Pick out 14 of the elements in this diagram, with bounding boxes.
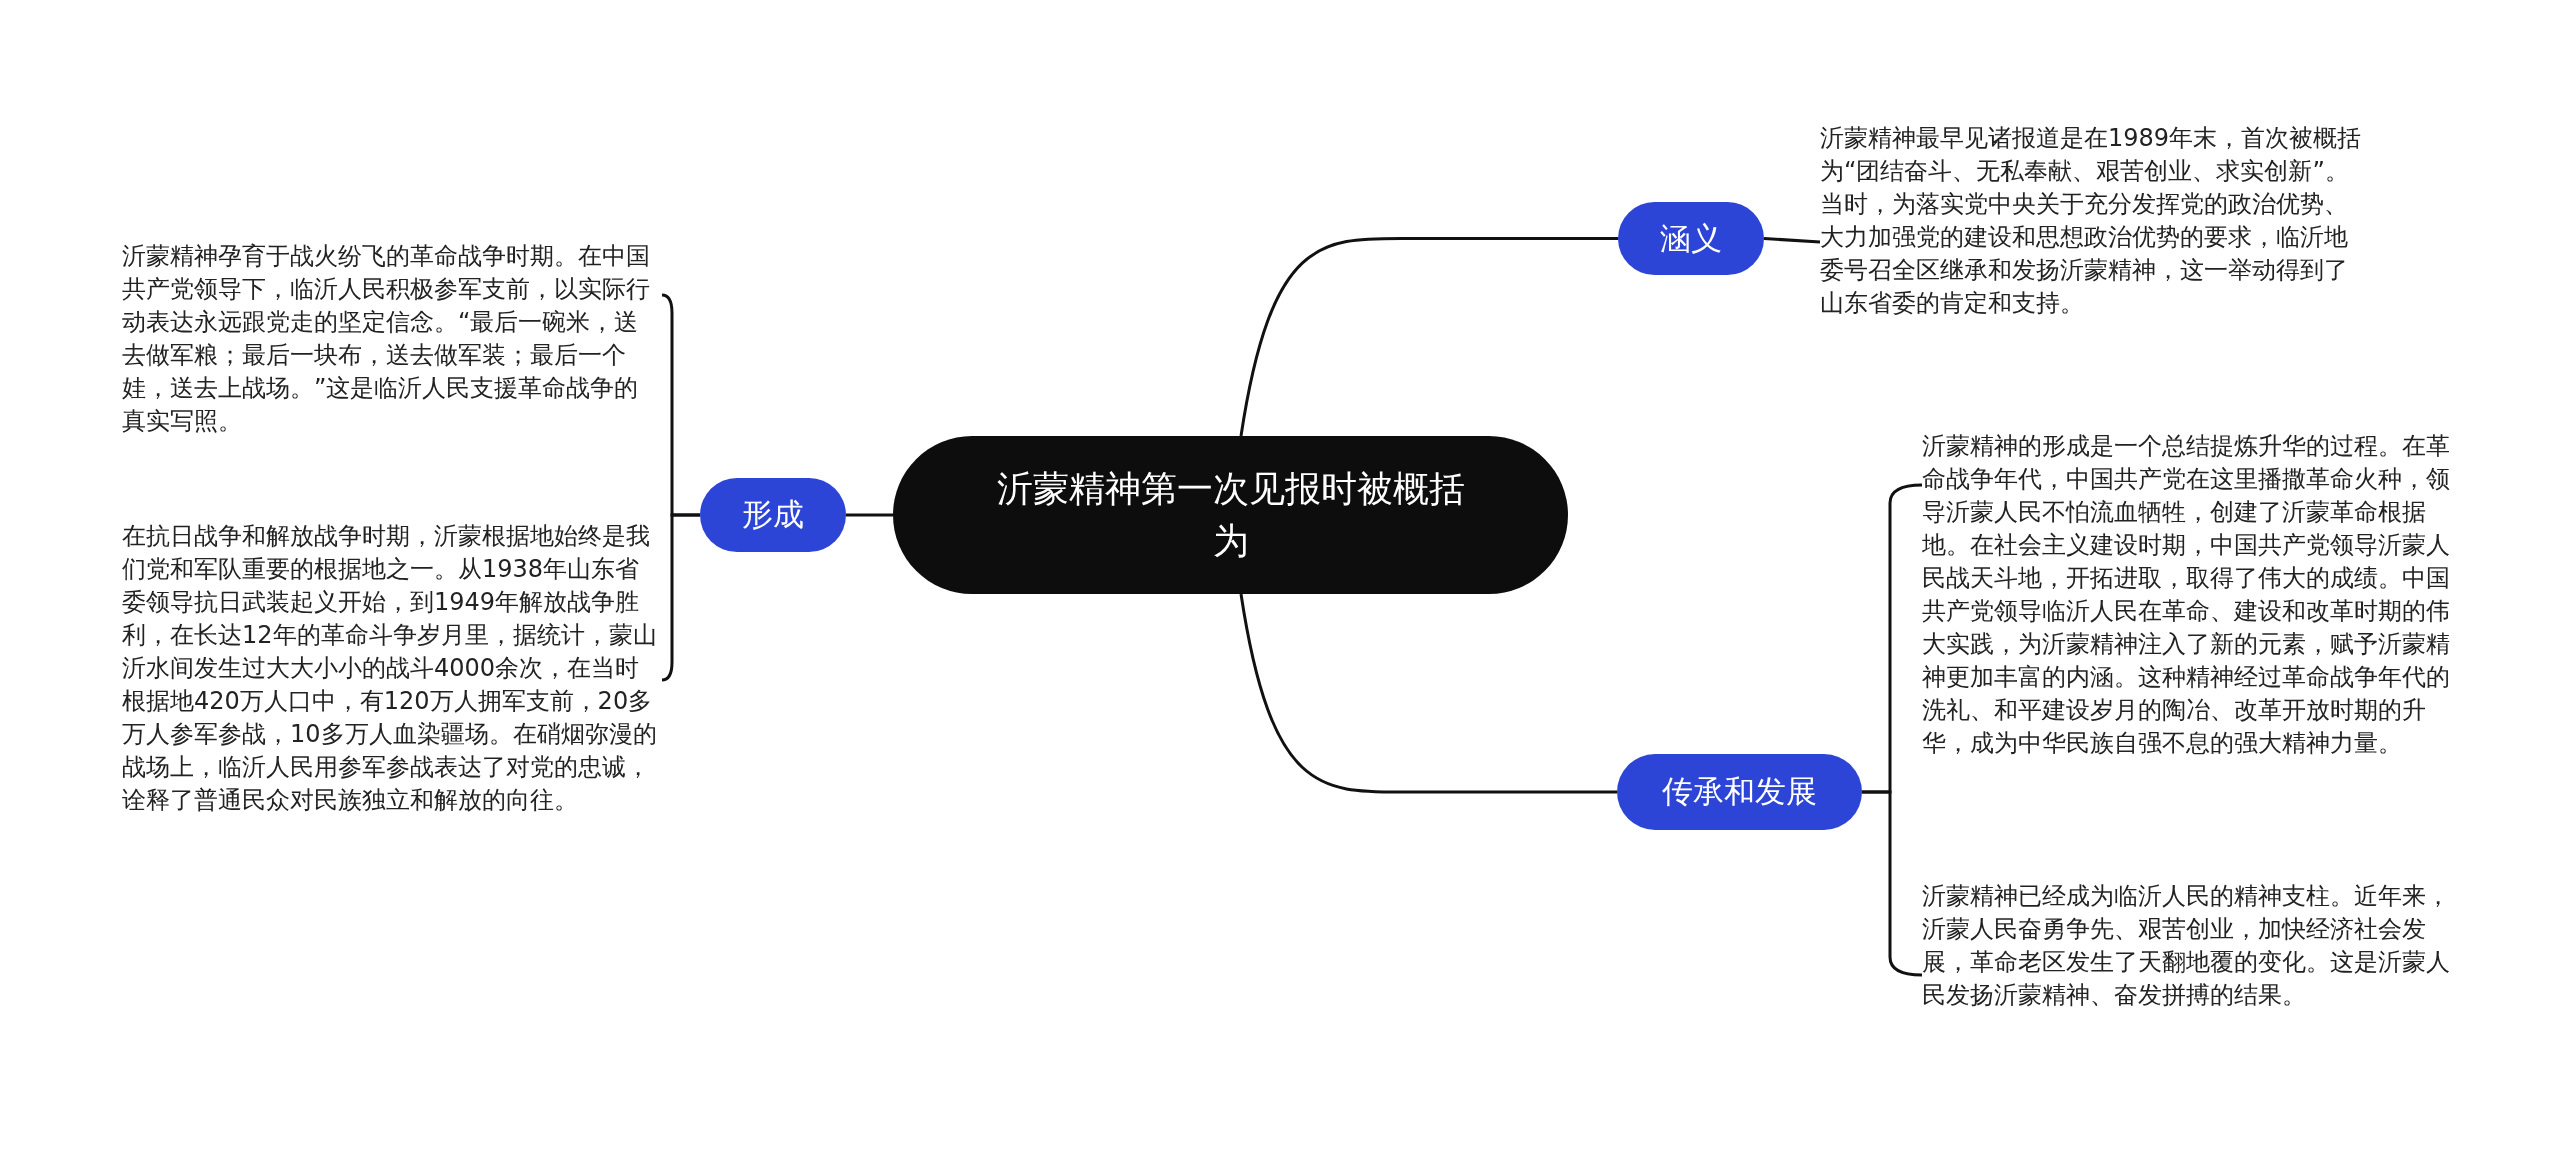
connector-line	[1239, 593, 1617, 794]
connector-line	[846, 513, 893, 517]
note-text: 在抗日战争和解放战争时期，沂蒙根据地始终是我们党和军队重要的根据地之一。从1938年山东省委领导抗日武装起义开始，到1949年解放战争胜利，在长达12年的革命斗争岁月里，据统计，蒙山沂水间发生过大大小小的战斗4000余次，在当时根据地420万人口中，有120万人拥军支前，20多万人参军参战，10多万人血染疆场。在硝烟弥漫的战场上，临沂人民用参军参战表达了对党的忠诚，诠释了普通民众对民族独立和解放的向往。	[122, 521, 658, 816]
note-text: 沂蒙精神最早见诸报道是在1989年末，首次被概括为“团结奋斗、无私奉献、艰苦创业、求实创新”。当时，为落实党中央关于充分发挥党的政治优势、大力加强党的建设和思想政治优势的要求，临沂地委号召全区继承和发扬沂蒙精神，这一举动得到了山东省委的肯定和支持。	[1820, 123, 2363, 319]
topic-label: 涵义	[1660, 218, 1722, 258]
connector-line	[1239, 237, 1618, 437]
note-text: 沂蒙精神的形成是一个总结提炼升华的过程。在革命战争年代，中国共产党在这里播撒革命火种，领导沂蒙人民不怕流血牺牲，创建了沂蒙革命根据地。在社会主义建设时期，中国共产党领导沂蒙人民战天斗地，开拓进取，取得了伟大的成绩。中国共产党领导临沂人民在革命、建设和改革时期的伟大实践，为沂蒙精神注入了新的元素，赋予沂蒙精神更加丰富的内涵。这种精神经过革命战争年代的洗礼、和平建设岁月的陶冶、改革开放时期的升华，成为中华民族自强不息的强大精神力量。	[1922, 431, 2451, 759]
connector-line	[1763, 237, 1821, 244]
topic-label: 沂蒙精神第一次见报时被概括为	[995, 467, 1466, 563]
connector-line	[661, 513, 700, 682]
note-text: 沂蒙精神孕育于战火纷飞的革命战争时期。在中国共产党领导下，临沂人民积极参军支前，以实际行动表达永远跟党走的坚定信念。“最后一碗米，送去做军粮；最后一块布，送去做军装；最后一个娃，送去上战场。”这是临沂人民支援革命战争的真实写照。	[122, 241, 651, 437]
topic-label: 传承和发展	[1662, 772, 1817, 811]
topic-label: 形成	[742, 495, 804, 534]
note-text: 沂蒙精神已经成为临沂人民的精神支柱。近年来，沂蒙人民奋勇争先、艰苦创业，加快经济社会发展，革命老区发生了天翻地覆的变化。这是沂蒙人民发扬沂蒙精神、奋发拼搏的结果。	[1922, 881, 2451, 1011]
